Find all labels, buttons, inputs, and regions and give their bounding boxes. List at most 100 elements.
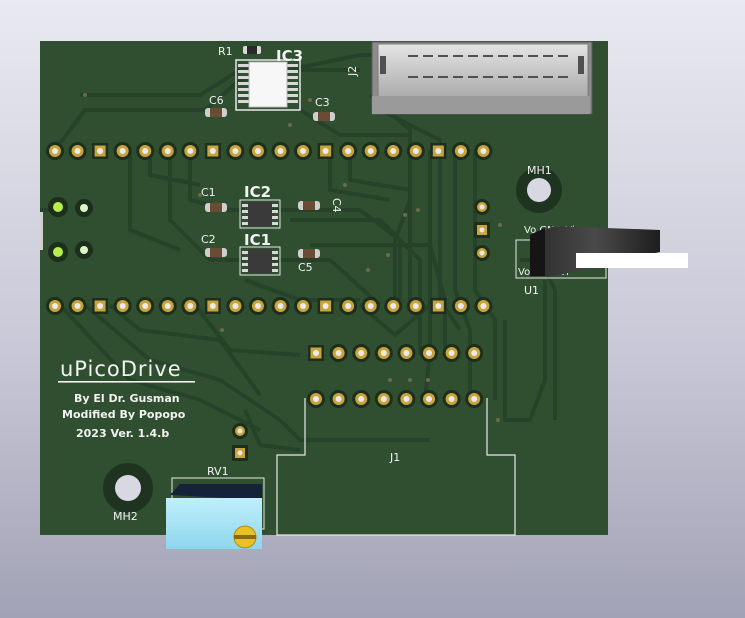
- pin-header-top: [46, 142, 493, 160]
- pin-header-bottom: [46, 297, 493, 315]
- label-j1: J1: [389, 451, 400, 464]
- header-pad: [451, 142, 470, 160]
- label-ic2: IC2: [244, 183, 271, 201]
- header-pad: [113, 142, 132, 160]
- j1-pin-row-bottom: [307, 390, 484, 408]
- label-c4: C4: [330, 198, 343, 213]
- header-pad: [474, 142, 493, 160]
- header-pad: [430, 298, 447, 314]
- header-pad: [136, 297, 155, 315]
- board-silkscreen-text: uPicoDrive By El Dr. Gusman Modified By …: [58, 357, 195, 440]
- header-pad: [92, 143, 109, 159]
- mounting-hole-mh2: MH2: [103, 463, 153, 523]
- j1-pin-row-top: [308, 344, 484, 362]
- copper-traces: [40, 53, 557, 452]
- j1-pad: [420, 344, 438, 362]
- label-c6: C6: [209, 94, 224, 107]
- header-2pin: [232, 423, 248, 461]
- header-pad: [474, 297, 493, 315]
- label-j2: J2: [346, 66, 359, 77]
- header-pad: [158, 297, 177, 315]
- header-pad: [68, 142, 87, 160]
- j1-pad: [397, 390, 416, 408]
- connector-j1: J1: [276, 398, 516, 536]
- j1-pad: [329, 390, 348, 408]
- j1-pad: [465, 390, 484, 408]
- header-pad: [406, 297, 425, 315]
- header-pad: [294, 297, 313, 315]
- header-pad: [68, 297, 87, 315]
- capacitor-c5: C5: [298, 249, 320, 274]
- header-pad: [361, 142, 380, 160]
- j1-pad: [307, 390, 325, 408]
- j1-pad: [465, 344, 484, 362]
- label-ic3: IC3: [276, 47, 303, 65]
- left-edge-pads: [40, 197, 93, 262]
- label-u1: U1: [524, 284, 539, 297]
- header-pad: [451, 297, 470, 315]
- header-pad: [113, 297, 132, 315]
- header-pad: [181, 142, 200, 160]
- header-pad: [136, 142, 155, 160]
- header-pad: [430, 143, 447, 159]
- label-c1: C1: [201, 186, 216, 199]
- board-credit-line1: By El Dr. Gusman: [74, 392, 180, 405]
- resistor-r1: R1: [218, 45, 261, 58]
- board-credit-line2: Modified By Popopo: [62, 408, 186, 421]
- capacitor-c6: C6: [205, 94, 227, 117]
- trimmer-rv1: RV1: [166, 465, 265, 549]
- j1-pad: [352, 344, 371, 362]
- header-pad: [317, 143, 334, 159]
- j1-pad: [374, 390, 393, 408]
- ic1-chip: IC1: [239, 231, 281, 276]
- sd-card-slot-j2: J2: [346, 41, 593, 115]
- header-pad: [204, 298, 221, 314]
- header-pad: [181, 297, 200, 315]
- header-pad: [361, 297, 380, 315]
- header-pad: [339, 297, 358, 315]
- ic3-chip: IC3: [235, 47, 303, 111]
- header-pad: [384, 142, 403, 160]
- board-title: uPicoDrive: [60, 357, 182, 381]
- j1-pad: [397, 344, 416, 362]
- j1-pad: [374, 344, 393, 362]
- header-pad: [248, 142, 267, 160]
- header-pad: [248, 297, 267, 315]
- ic2-chip: IC2: [239, 183, 281, 229]
- header-pad: [46, 297, 64, 315]
- label-c2: C2: [201, 233, 216, 246]
- capacitor-c3: C3: [313, 96, 335, 121]
- header-pad: [406, 142, 425, 160]
- header-pad: [226, 142, 245, 160]
- header-pad: [294, 142, 313, 160]
- label-c5: C5: [298, 261, 313, 274]
- capacitor-c2: C2: [201, 233, 227, 257]
- header-pad: [46, 142, 64, 160]
- board-credit-line3: 2023 Ver. 1.4.b: [76, 427, 169, 440]
- label-c3: C3: [315, 96, 330, 109]
- header-pad: [158, 142, 177, 160]
- header-pad: [271, 142, 290, 160]
- j1-pad: [329, 344, 348, 362]
- capacitor-c1: C1: [201, 186, 227, 212]
- header-pad: [384, 297, 403, 315]
- label-r1: R1: [218, 45, 233, 58]
- header-pad: [204, 143, 221, 159]
- header-pad: [339, 142, 358, 160]
- label-rv1: RV1: [207, 465, 229, 478]
- j1-pad: [352, 390, 371, 408]
- j1-pad: [442, 344, 461, 362]
- header-3pin: [474, 199, 490, 261]
- mounting-hole-mh1: MH1: [516, 164, 562, 213]
- header-pad: [317, 298, 334, 314]
- j1-pad: [308, 345, 324, 361]
- voltage-regulator-u1: Vo GND Vi Vo GND Vi U1: [515, 225, 688, 297]
- label-mh2: MH2: [113, 510, 138, 523]
- header-pad: [226, 297, 245, 315]
- j1-pad: [442, 390, 461, 408]
- header-pad: [92, 298, 109, 314]
- j1-pad: [420, 390, 438, 408]
- label-ic1: IC1: [244, 231, 271, 249]
- label-mh1: MH1: [527, 164, 552, 177]
